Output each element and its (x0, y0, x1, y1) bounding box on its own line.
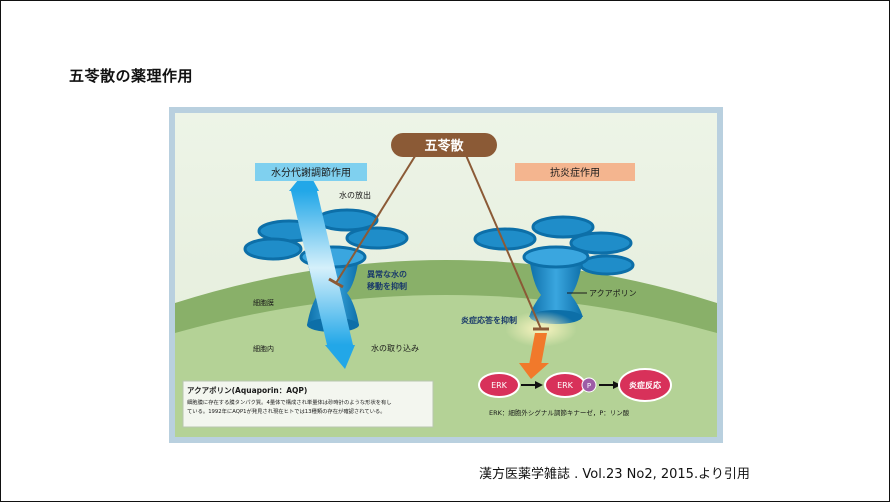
citation: 漢方医薬学雑誌 . Vol.23 No2, 2015.より引用 (479, 467, 750, 482)
drug-inhibition-lines (328, 152, 549, 331)
inflammation-reaction-label: 炎症反応 (629, 380, 661, 390)
slide-title: 五苓散の薬理作用 (69, 67, 194, 85)
drug-box (391, 133, 497, 157)
abnormal-water-label-2: 移動を抑制 (367, 281, 407, 291)
inflammation-reaction-node (618, 368, 672, 402)
infobox-line-2: ている。1992年にAQP1が発見され現在ヒトでは13種類の存在が確認されている… (187, 407, 386, 415)
water-release-label: 水の放出 (339, 190, 371, 200)
drug-name: 五苓散 (424, 138, 464, 154)
figure: 五苓散 水分代謝調節作用 抗炎症作用 水の放出 異常な水の 移動を抑制 細胞膜 … (169, 107, 723, 443)
orange-signal-arrow (519, 333, 549, 379)
erk-arrowhead-2 (613, 381, 621, 389)
erk-arrowhead-1 (535, 381, 543, 389)
intracellular-label: 細胞内 (253, 344, 274, 353)
infobox-line-1: 細胞膜に存在する膜タンパク質。4量体で構成され単量体は砂時計のような形状を有し (187, 398, 392, 406)
erk-node-1 (478, 372, 520, 398)
cell-membrane-label: 細胞膜 (253, 298, 274, 307)
infobox-title: アクアポリン(Aquaporin：AQP) (187, 385, 307, 395)
right-heading: 抗炎症作用 (550, 166, 600, 179)
erk-label-1: ERK (491, 381, 508, 390)
phospho-label: P (587, 382, 591, 390)
water-uptake-label: 水の取り込み (371, 343, 419, 353)
abnormal-water-label-1: 異常な水の (367, 269, 407, 279)
phospho-node (581, 377, 597, 393)
water-movement-arrow (289, 169, 355, 369)
left-heading-box (255, 163, 367, 181)
aquaporin-label: アクアポリン (589, 289, 637, 298)
erk-label-2: ERK (557, 381, 574, 390)
footnote: ERK：細胞外シグナル調節キナーゼ，P：リン酸 (489, 408, 630, 417)
inflammation-suppression-label: 炎症応答を抑制 (461, 315, 517, 325)
diagram-svg: 五苓散 水分代謝調節作用 抗炎症作用 水の放出 異常な水の 移動を抑制 細胞膜 … (169, 107, 723, 443)
left-heading: 水分代謝調節作用 (271, 166, 351, 179)
infobox (182, 380, 434, 428)
right-heading-box (515, 163, 635, 181)
